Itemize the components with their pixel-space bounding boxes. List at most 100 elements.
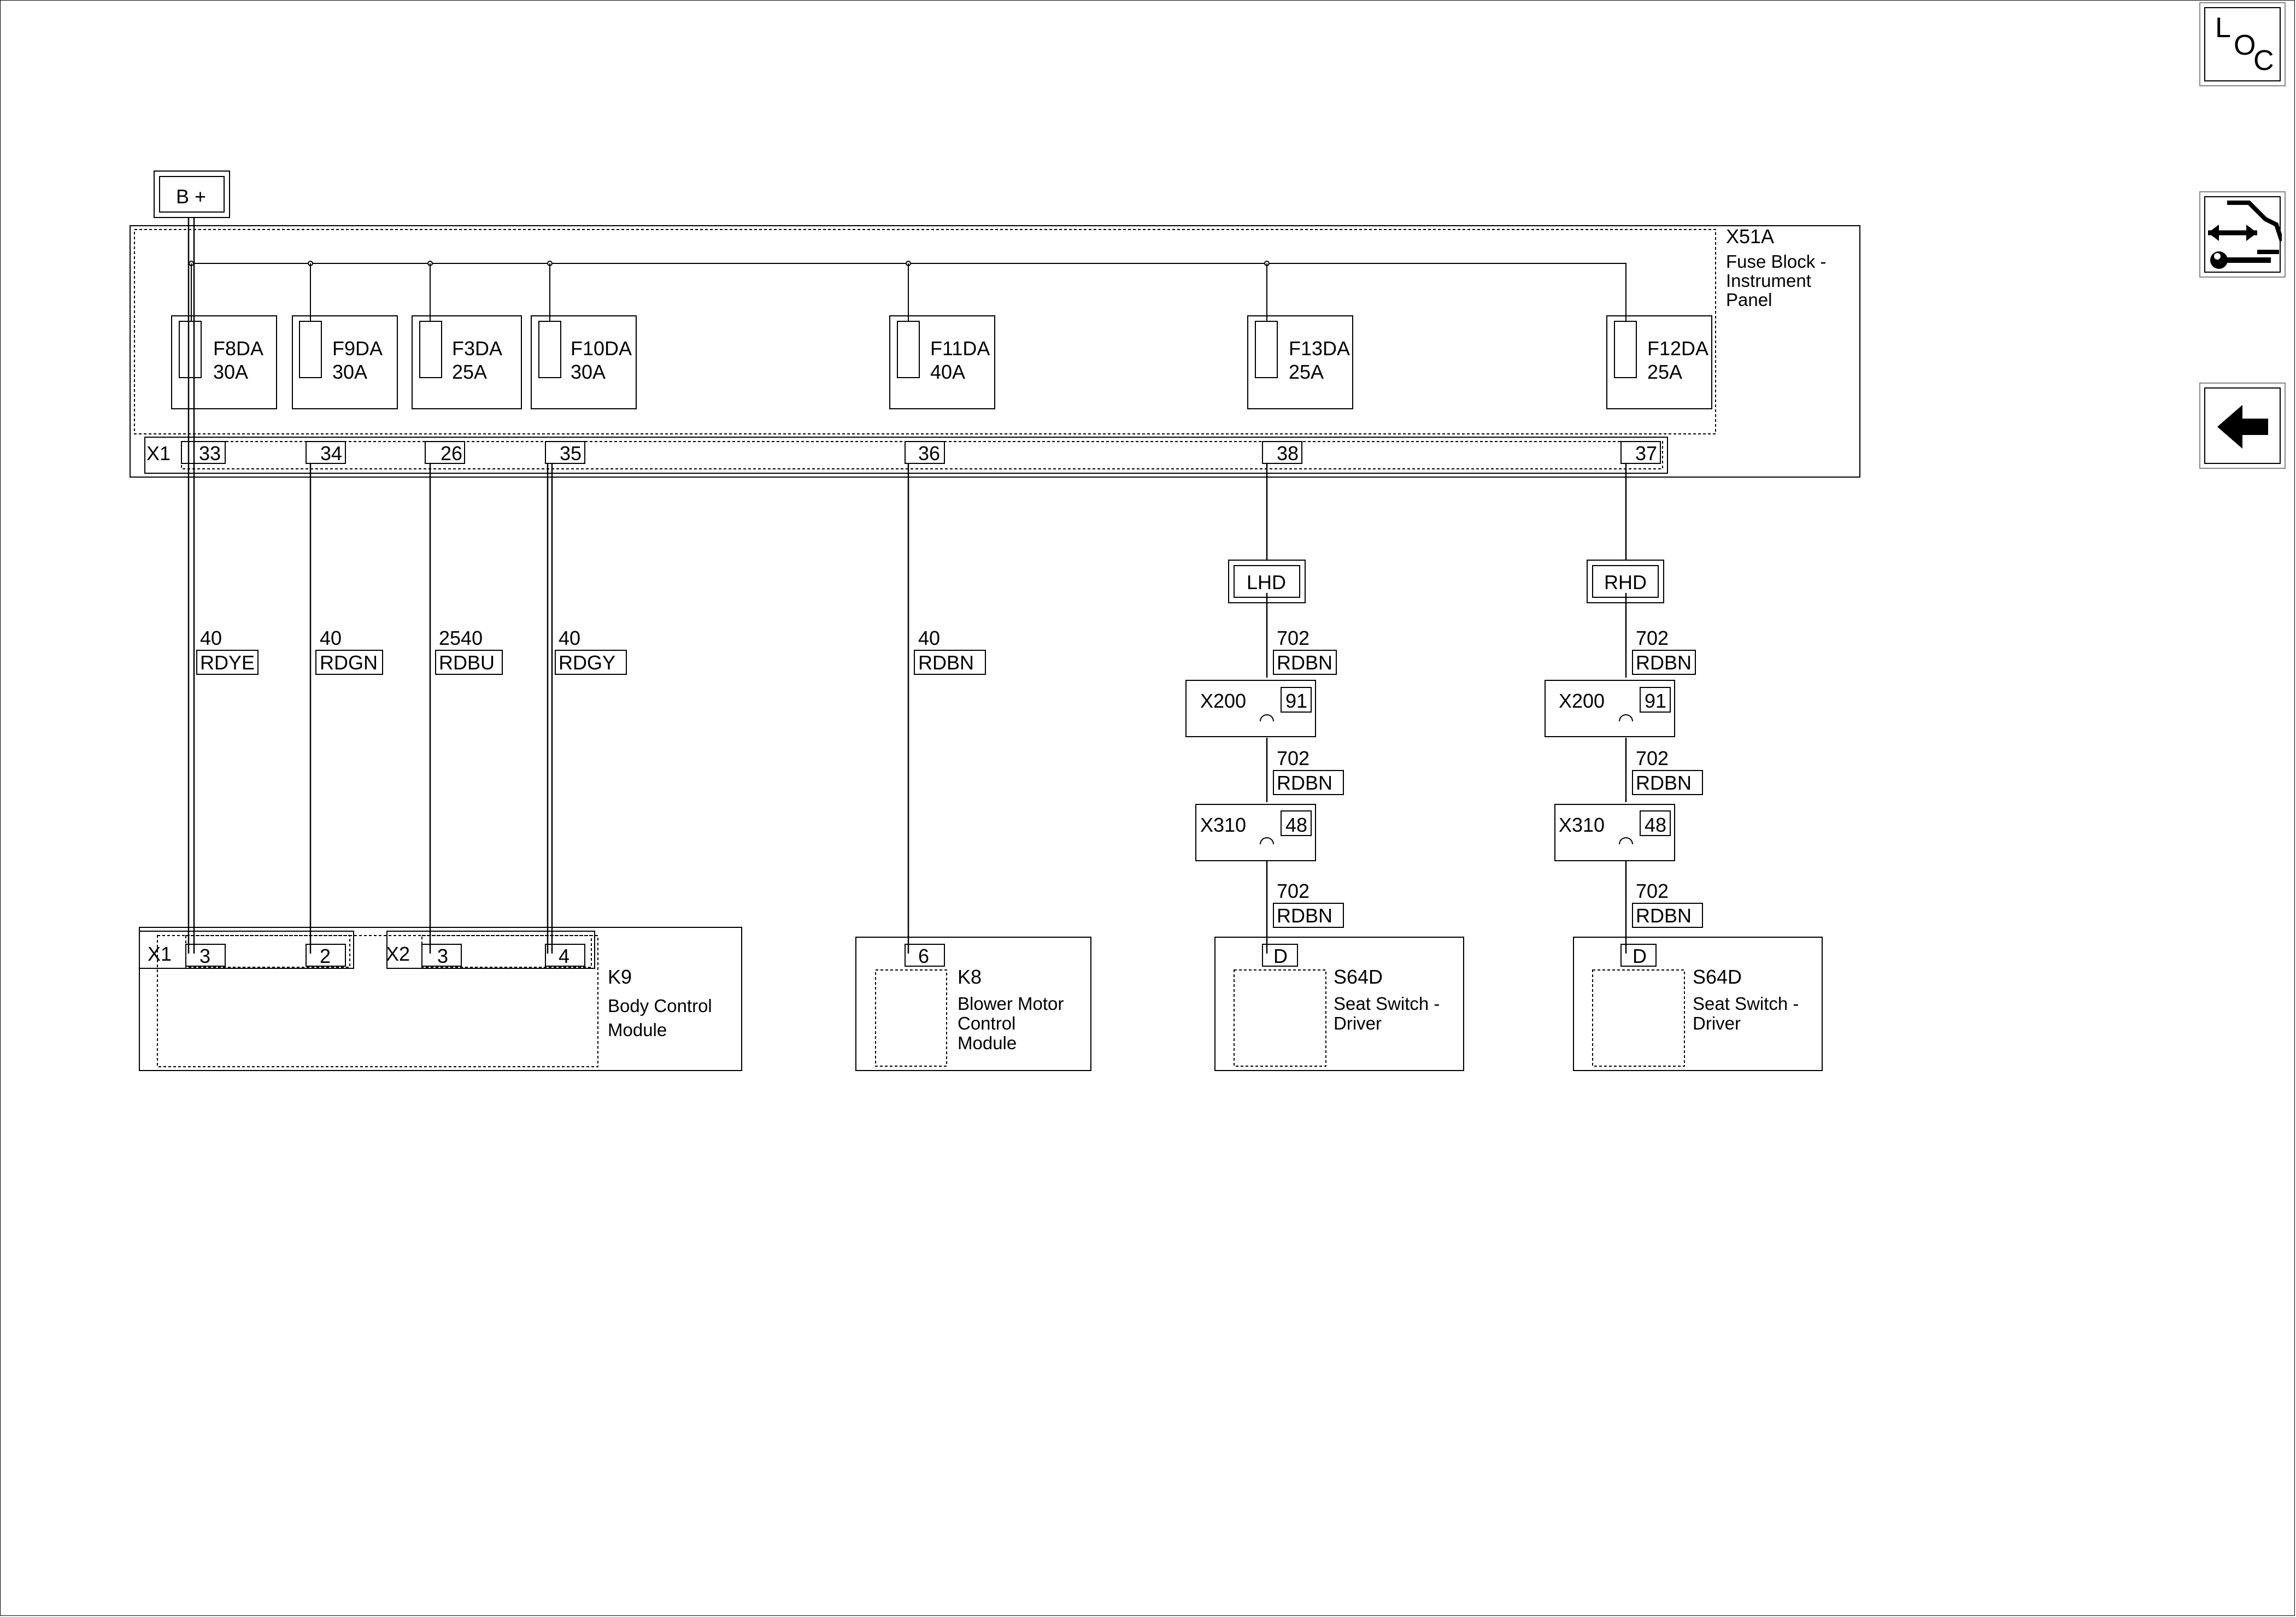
wire-color: RDBN (1636, 651, 1692, 674)
fuse-name: F12DA (1647, 337, 1708, 360)
component-k8: 6 K8 Blower Motor Control Module (855, 937, 1091, 1071)
k8-pin: 6 (918, 945, 929, 967)
fuse-f3da: F3DA 25A 26 (412, 315, 522, 464)
fuse-rating: 40A (930, 361, 965, 383)
component-s64d-rhd: D S64D Seat Switch - Driver (1573, 937, 1823, 1071)
s64d-id: S64D (1693, 966, 1742, 988)
fuse-rating: 25A (1647, 361, 1682, 383)
inline-connector-pin: 91 (1285, 690, 1307, 712)
location-icon: L O C (2204, 7, 2281, 81)
back-button[interactable] (2199, 383, 2286, 469)
fuse-pin: 33 (199, 442, 221, 464)
k8-name-3: Module (958, 1033, 1017, 1053)
k9-x1-pin: 3 (199, 945, 210, 967)
wire-color: RDGY (559, 651, 615, 674)
k9-x1-pin: 2 (320, 945, 331, 967)
wire-circuit: 702 (1277, 627, 1310, 649)
wire-color: RDBN (1277, 772, 1332, 794)
fuse-rating: 30A (213, 361, 248, 383)
location-button[interactable]: L O C (2199, 2, 2286, 86)
fuse-f9da: F9DA 30A 34 (292, 315, 398, 464)
fuse-pin: 37 (1635, 442, 1657, 464)
battery-source: B + (154, 170, 230, 218)
loc-letter-o: O (2234, 30, 2256, 61)
k8-id: K8 (958, 966, 982, 988)
wire-color: RDBN (1636, 904, 1692, 927)
wire-label-rdgy: 40 RDGY (555, 627, 627, 675)
fuse-block-id: X51A (1726, 225, 1774, 248)
wire-label-rdbu: 2540 RDBU (435, 627, 503, 675)
rhd-branch: RHD 702 RDBN X200 91 702 RDBN X310 48 70… (1545, 560, 1703, 928)
inline-connector-id: X200 (1200, 690, 1246, 712)
fuse-f12da: F12DA 25A 37 (1606, 315, 1712, 464)
wire-color: RDBN (1636, 772, 1692, 794)
connector-tool-svg (2208, 201, 2282, 269)
inline-connector-pin: 48 (1645, 814, 1666, 836)
wire-label-rdbn: 40 RDBN (914, 627, 986, 675)
fuse-pin: 35 (560, 442, 582, 464)
inline-connector-pin: 48 (1285, 814, 1307, 836)
k9-name-2: Module (608, 1020, 667, 1040)
fuse-pin: 38 (1277, 442, 1299, 464)
wires (187, 217, 1627, 954)
wire-circuit: 702 (1277, 880, 1310, 902)
fuse-block-name-3: Panel (1726, 290, 1772, 310)
wire-color: RDGN (320, 651, 378, 674)
wire-circuit: 702 (1636, 627, 1669, 649)
rhd-label: RHD (1604, 571, 1647, 593)
wire-circuit: 40 (320, 627, 342, 649)
wire-label-rdye: 40 RDYE (196, 627, 259, 675)
loc-letter-l: L (2215, 12, 2231, 44)
inline-connector-id: X310 (1200, 814, 1246, 836)
wire-color: RDBN (1277, 651, 1332, 674)
wire-color: RDBU (439, 651, 495, 674)
lhd-label: LHD (1247, 571, 1286, 593)
k9-x2-label: X2 (386, 943, 410, 965)
k9-id: K9 (608, 966, 632, 988)
fuse-rating: 30A (571, 361, 606, 383)
fuse-name: F8DA (213, 337, 263, 360)
fuse-rating: 25A (452, 361, 487, 383)
inline-connector-pin: 91 (1645, 690, 1666, 712)
inline-connector-id: X200 (1559, 690, 1605, 712)
component-s64d-lhd: D S64D Seat Switch - Driver (1214, 937, 1464, 1071)
wire-circuit: 702 (1636, 880, 1669, 902)
wire-circuit: 702 (1636, 747, 1669, 769)
fuse-f10da: F10DA 30A 35 (531, 315, 637, 464)
fuse-rating: 25A (1289, 361, 1324, 383)
wire-color: RDBN (918, 651, 974, 674)
fuse-pin: 34 (320, 442, 342, 464)
s64d-name-2: Driver (1693, 1013, 1741, 1033)
fuse-f8da: F8DA 30A 33 (171, 315, 277, 464)
k9-name-1: Body Control (608, 996, 712, 1016)
wire-color: RDBN (1277, 904, 1332, 927)
k9-x2-pin: 3 (437, 945, 448, 967)
fuse-name: F3DA (452, 337, 502, 360)
fuse-pin: 26 (441, 442, 462, 464)
k9-x2-pin: 4 (559, 945, 569, 967)
wire-circuit: 40 (200, 627, 222, 649)
fuse-block-name-2: Instrument (1726, 271, 1811, 291)
fuse-name: F10DA (571, 337, 632, 360)
s64d-name-2: Driver (1334, 1013, 1382, 1033)
k8-name-1: Blower Motor (958, 993, 1064, 1014)
fuse-f11da: F11DA 40A 36 (889, 315, 995, 464)
inline-connector-id: X310 (1559, 814, 1605, 836)
fuse-name: F11DA (930, 337, 990, 360)
s64d-pin: D (1273, 945, 1288, 967)
s64d-name-1: Seat Switch - (1334, 993, 1440, 1014)
s64d-name-1: Seat Switch - (1693, 993, 1799, 1014)
fuse-block-connector: X1 (146, 442, 171, 464)
fuse-name: F13DA (1289, 337, 1350, 360)
wire-color: RDYE (200, 651, 255, 674)
fuse-block: X51A Fuse Block - Instrument Panel X1 (130, 225, 1860, 478)
wire-circuit: 40 (918, 627, 940, 649)
s64d-pin: D (1633, 945, 1647, 967)
wire-label-rdgn: 40 RDGN (315, 627, 383, 675)
connector-tool-button[interactable] (2199, 191, 2286, 278)
fuse-f13da: F13DA 25A 38 (1247, 315, 1353, 464)
s64d-id: S64D (1334, 966, 1383, 988)
fuse-block-name-1: Fuse Block - (1726, 251, 1826, 272)
k8-name-2: Control (958, 1013, 1015, 1033)
